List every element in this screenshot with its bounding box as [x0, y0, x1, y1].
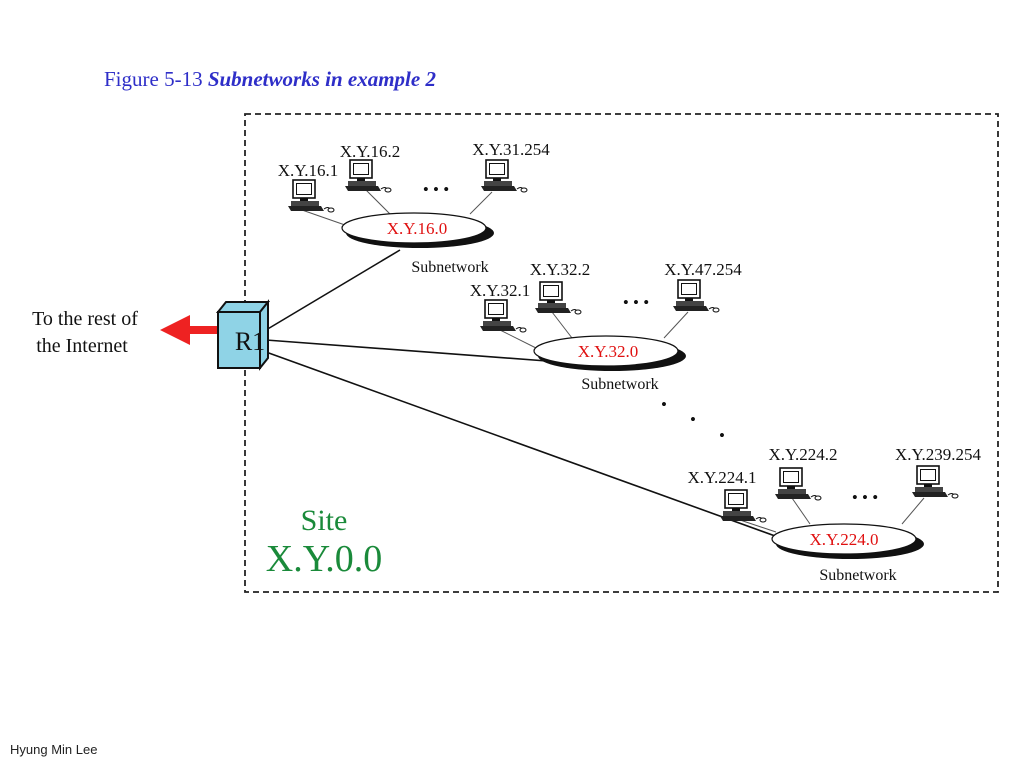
computer-icon: [287, 179, 335, 213]
subnet-1-host-2: X.Y.16.2: [340, 142, 401, 161]
subnet-1-ellipsis: • • •: [423, 180, 449, 199]
computer-icon: [672, 279, 720, 313]
subnet-1-caption: Subnetwork: [411, 259, 488, 276]
between-dot-1: •: [661, 395, 667, 414]
subnet-2: [479, 279, 720, 371]
link-r1-subnet-3: [265, 351, 801, 546]
computer-icon: [534, 281, 582, 315]
router-label: R1: [235, 327, 265, 356]
subnet-1: [287, 159, 528, 248]
site-address: X.Y.0.0: [266, 538, 383, 580]
between-dot-3: •: [719, 426, 725, 445]
figure-title: Figure 5-13 Subnetworks in example 2: [104, 67, 436, 92]
subnet-3: [719, 465, 959, 559]
between-dot-2: •: [690, 410, 696, 429]
subnet-2-network: X.Y.32.0: [578, 342, 639, 361]
internet-arrow: [160, 315, 222, 345]
subnet-3-host-1: X.Y.224.1: [687, 468, 756, 487]
router-r1: [215, 299, 271, 371]
subnet-2-host-1: X.Y.32.1: [470, 281, 531, 300]
footer-author: Hyung Min Lee: [10, 742, 98, 757]
site-label: Site: [301, 504, 348, 537]
computer-icon: [719, 489, 767, 523]
subnet-2-ellipsis: • • •: [623, 293, 649, 312]
link-r1-subnet-2: [265, 339, 561, 363]
subnet-2-caption: Subnetwork: [581, 376, 658, 393]
external-label-line2: the Internet: [36, 335, 128, 357]
subnet-2-host-2: X.Y.32.2: [530, 260, 591, 279]
computer-icon: [911, 465, 959, 499]
link-r1-subnet-1: [265, 249, 401, 331]
subnet-1-host-1: X.Y.16.1: [278, 161, 339, 180]
subnet-3-host-2: X.Y.224.2: [768, 445, 837, 464]
subnet-3-caption: Subnetwork: [819, 567, 896, 584]
subnet-3-host-last: X.Y.239.254: [895, 445, 982, 464]
figure-caption: Subnetworks in example 2: [207, 67, 436, 91]
subnet-3-network: X.Y.224.0: [809, 530, 878, 549]
figure-number: Figure 5-13: [104, 67, 208, 91]
subnet-2-host-last: X.Y.47.254: [664, 260, 742, 279]
subnet-1-network: X.Y.16.0: [387, 219, 448, 238]
computer-icon: [774, 467, 822, 501]
external-label-line1: To the rest of: [32, 308, 138, 330]
subnet-3-ellipsis: • • •: [852, 488, 878, 507]
computer-icon: [344, 159, 392, 193]
subnet-1-host-last: X.Y.31.254: [472, 140, 550, 159]
computer-icon: [479, 299, 527, 333]
computer-icon: [480, 159, 528, 193]
